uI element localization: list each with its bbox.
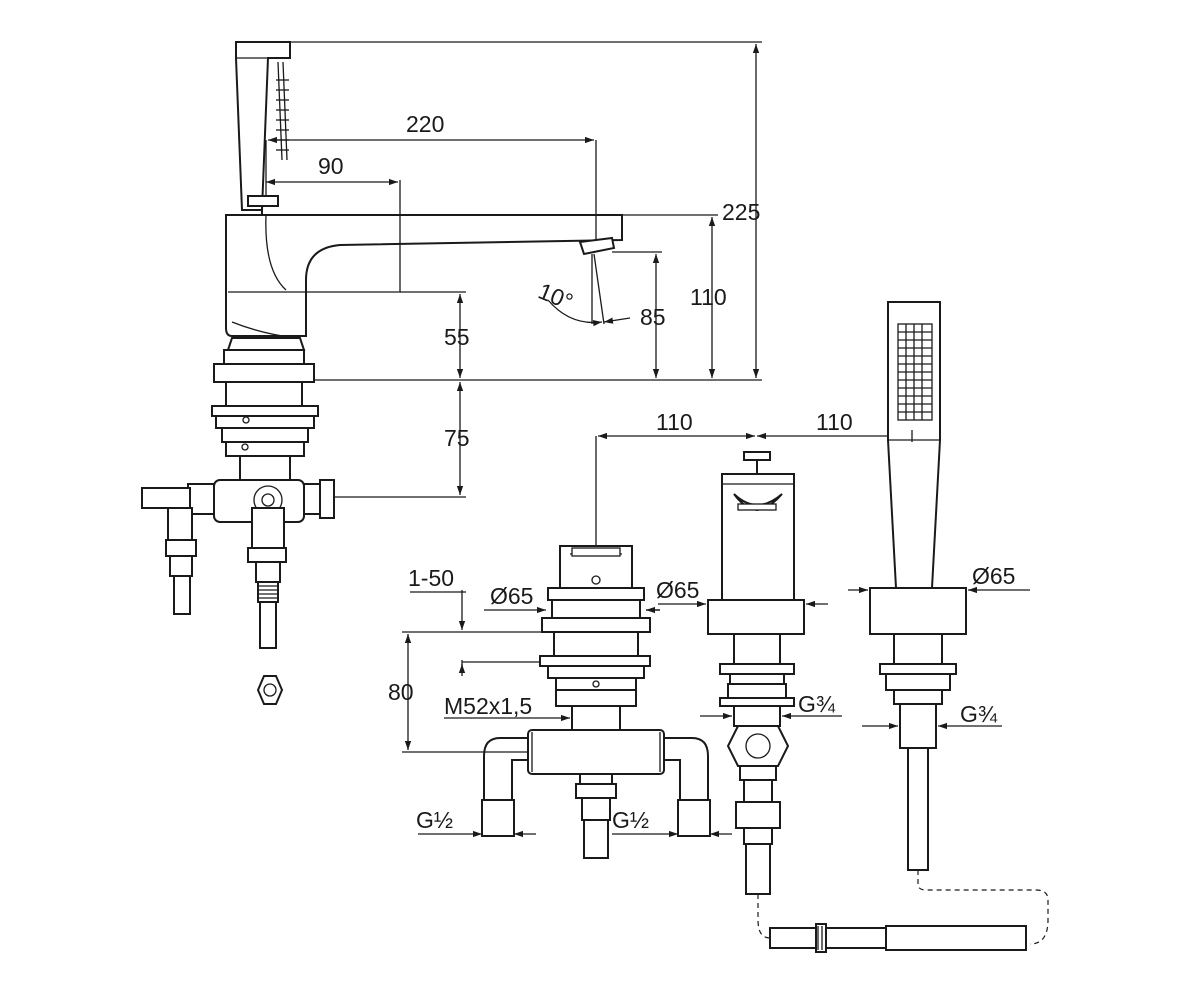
shower-hose bbox=[757, 870, 1049, 953]
dimension-spout-reach: 220 bbox=[265, 111, 597, 240]
dim-label-110-right: 110 bbox=[816, 409, 853, 435]
dimension-spout-height: 110 bbox=[622, 214, 727, 378]
dim-label-angle: 10° bbox=[535, 278, 577, 315]
dimension-lever-reach: 90 bbox=[266, 153, 398, 186]
mixer-valve bbox=[481, 545, 711, 859]
dim-label-75: 75 bbox=[444, 425, 470, 451]
dim-label-110-left: 110 bbox=[656, 409, 693, 435]
dimension-hand-shower: Ø65 G¾ bbox=[848, 430, 1030, 730]
dim-label-dia-mixer: Ø65 bbox=[490, 583, 533, 609]
dim-label-55: 55 bbox=[444, 324, 470, 350]
dim-label-g34-hand: G¾ bbox=[960, 701, 998, 727]
dim-label-85: 85 bbox=[640, 304, 666, 330]
dim-label-220: 220 bbox=[406, 111, 444, 137]
dim-label-110: 110 bbox=[690, 284, 727, 310]
hand-shower bbox=[869, 301, 967, 871]
dim-label-225: 225 bbox=[722, 199, 760, 225]
dim-label-dia-hand: Ø65 bbox=[972, 563, 1015, 589]
dim-label-g12-right: G½ bbox=[612, 807, 649, 833]
dim-label-deck-thickness: 1-50 bbox=[408, 565, 454, 591]
dimension-body-and-below-deck: 55 75 bbox=[334, 291, 470, 498]
dim-label-g12-left: G½ bbox=[416, 807, 453, 833]
dimension-total-height: 225 bbox=[290, 41, 762, 381]
bath-spout bbox=[707, 451, 805, 895]
dim-label-g34-spout: G¾ bbox=[798, 691, 836, 717]
dim-label-m52: M52x1,5 bbox=[444, 693, 532, 719]
dimension-mixer-valve: 1-50 Ø65 80 M52x1,5 G½ G½ bbox=[388, 565, 732, 838]
dimension-spout: Ø65 G¾ bbox=[656, 577, 842, 720]
dim-label-90: 90 bbox=[318, 153, 344, 179]
dim-label-80: 80 bbox=[388, 679, 414, 705]
single-lever-faucet bbox=[141, 41, 623, 705]
dimension-spacing: 110 110 bbox=[595, 409, 912, 630]
dim-label-dia-spout: Ø65 bbox=[656, 577, 699, 603]
dimension-outlet-height: 85 10° bbox=[535, 251, 666, 378]
